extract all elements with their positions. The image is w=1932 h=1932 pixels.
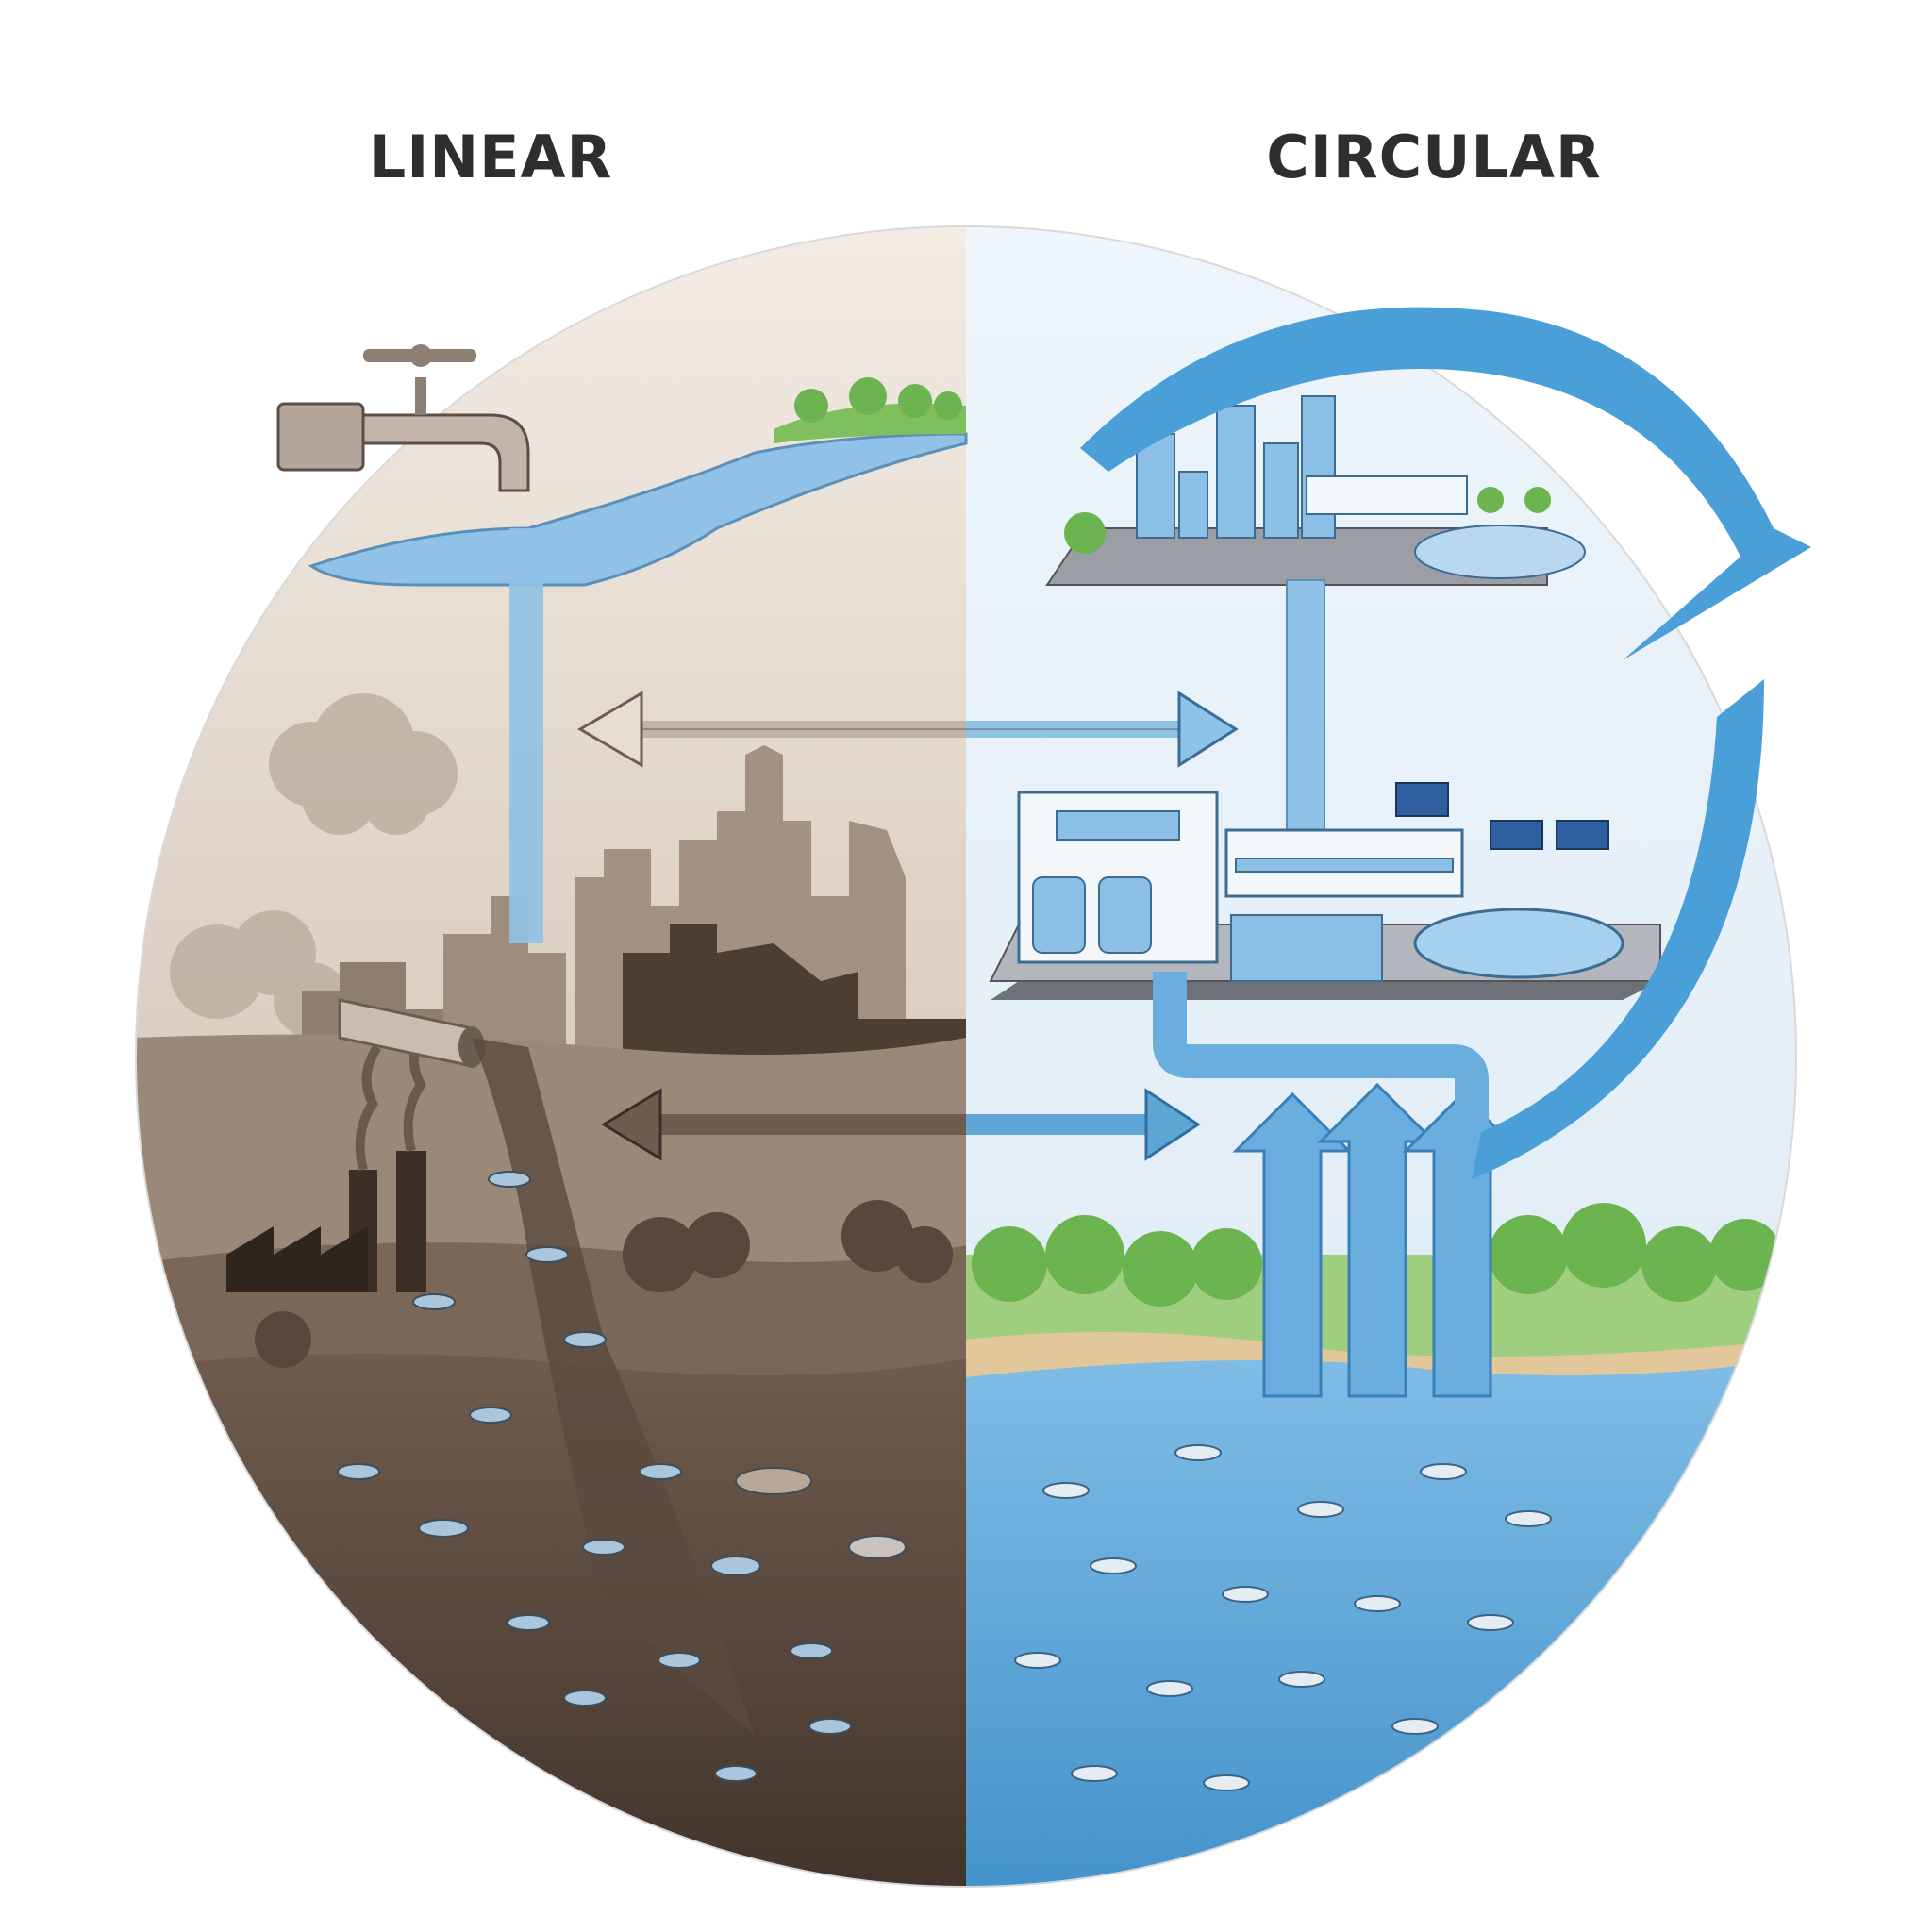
- upper-double-arrow: [577, 691, 1239, 768]
- factory-smokestacks: [226, 1025, 429, 1292]
- linear-panel: [136, 226, 966, 1887]
- smog-clouds: [170, 693, 458, 1038]
- riverbank-tree-canopy: [794, 377, 962, 423]
- linear-title: LINEAR: [368, 123, 613, 192]
- cycle-arrow: [1080, 307, 1811, 1179]
- discharge-pipe: [338, 998, 485, 1068]
- tap-icon: [276, 344, 530, 492]
- polluted-water: [472, 1038, 755, 1736]
- city-with-treatment-plant: [1045, 395, 1586, 586]
- clean-lake: [966, 1358, 1796, 1887]
- solar-panels: [1395, 782, 1609, 850]
- lower-double-arrow: [601, 1088, 1201, 1161]
- dead-fish: [337, 1171, 907, 1782]
- pipe-down: [1286, 579, 1325, 836]
- river: [308, 432, 968, 587]
- circular-title: CIRCULAR: [1266, 123, 1602, 192]
- dark-trees: [255, 1200, 953, 1368]
- falling-water: [509, 528, 543, 943]
- outflow-pipe: [1153, 972, 1489, 1132]
